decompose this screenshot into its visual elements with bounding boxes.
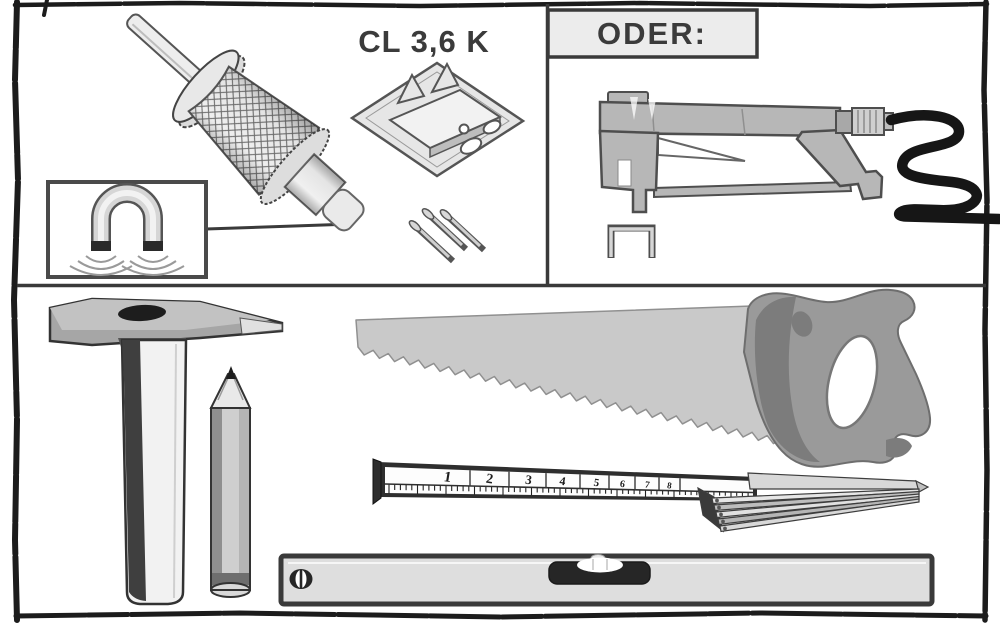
magnet-pole-left <box>91 241 111 251</box>
rule-number-2: 2 <box>485 472 494 488</box>
rule-mid-line <box>384 483 754 494</box>
level-center-vial <box>548 554 651 585</box>
nail-head <box>439 208 453 222</box>
frame-bottom <box>13 610 989 620</box>
frame-corner-tick <box>42 0 49 17</box>
callout-line <box>205 222 353 231</box>
hammer-peen-face <box>239 317 283 335</box>
level-round-vial <box>289 569 313 589</box>
rule-folded-fan <box>697 472 930 533</box>
hose-fitting-base <box>835 110 853 134</box>
top-right-panel: ODER: <box>546 8 1000 258</box>
nail-shaft <box>414 224 451 259</box>
nail-2 <box>421 207 469 252</box>
hose-fitting-ribbed <box>851 107 885 136</box>
fan-rivets <box>715 498 727 531</box>
magnet-highlight <box>98 190 156 248</box>
clip-hole <box>458 123 470 135</box>
pencil-cone <box>209 373 252 409</box>
saw-handle-dimple <box>791 311 813 337</box>
body-seam-1 <box>741 108 746 136</box>
saw-handle-shadow <box>754 296 820 463</box>
tool-magnetic-tip <box>321 188 365 232</box>
fan-top-slat <box>747 472 923 490</box>
clip-slot-2 <box>482 119 502 135</box>
rule-number-4: 4 <box>559 474 567 489</box>
nail-shaft <box>445 213 482 248</box>
sketchy-page-frame <box>10 0 990 623</box>
nail-head <box>408 219 422 233</box>
nail-head <box>421 207 435 221</box>
pencil-shadow-band <box>211 573 250 585</box>
magnetic-field-arcs <box>69 255 185 276</box>
clip-model-label: CL 3,6 K <box>358 24 489 59</box>
rule-numbers: 1 2 3 4 5 6 7 8 <box>443 469 673 491</box>
stapler-lever <box>657 136 746 162</box>
staple-gun-icon <box>598 91 894 214</box>
clip-bridge <box>387 88 503 150</box>
air-hose-icon <box>885 110 1000 225</box>
pencil-facet-dark <box>211 408 222 590</box>
round-vial-core <box>299 570 303 588</box>
frame-left <box>10 0 22 623</box>
or-label-box <box>546 8 759 59</box>
nail-1 <box>408 219 456 264</box>
spirit-level-icon <box>278 553 935 607</box>
rule-number-1: 1 <box>443 469 453 486</box>
rule-joint-lines <box>469 470 681 491</box>
fitting-ribs <box>857 110 877 133</box>
hammer-eye-hole <box>118 304 166 322</box>
hammer-handle-shadow-edge <box>122 340 146 601</box>
fan-slat-5 <box>719 498 920 533</box>
rule-end-cap <box>372 458 382 505</box>
cone-facet-1 <box>217 377 229 401</box>
vial-window <box>577 557 623 573</box>
saw-handle-hole <box>825 334 879 430</box>
top-left-panel: CL 3,6 K <box>46 13 526 279</box>
cone-facet-2 <box>233 377 244 401</box>
magnet-pole-right <box>143 241 163 251</box>
rule-number-8: 8 <box>666 480 673 491</box>
stapler-nose-slot <box>617 159 632 187</box>
clip-prong-1 <box>396 72 426 105</box>
hammer-icon <box>48 297 284 606</box>
body-highlight-2 <box>648 99 656 120</box>
staple-body <box>609 227 654 257</box>
frame-right <box>981 0 990 623</box>
stapler-handle <box>795 128 884 201</box>
or-label: ODER: <box>597 16 707 51</box>
nail-3 <box>439 208 487 253</box>
panel-clip-icon <box>349 61 526 178</box>
hammer-handle-highlight <box>173 343 177 599</box>
folding-rule-icon: 1 2 3 4 5 6 7 8 <box>372 458 930 533</box>
frame-top <box>12 0 990 9</box>
stapler-rail <box>653 180 853 199</box>
pencil-icon <box>209 366 252 598</box>
tip-shading <box>284 154 346 216</box>
rule-number-5: 5 <box>593 477 601 490</box>
body-highlight-1 <box>630 97 638 120</box>
rule-number-3: 3 <box>524 472 533 488</box>
pencil-facet-light <box>222 408 239 590</box>
rule-number-6: 6 <box>619 479 626 491</box>
handsaw-icon <box>355 288 932 468</box>
pencil-lead-tip <box>226 366 236 379</box>
horseshoe-magnet-inset <box>46 180 208 279</box>
clip-prong-2 <box>430 61 460 94</box>
saw-handle-shadow-2 <box>886 438 912 458</box>
rule-number-7: 7 <box>644 480 651 491</box>
staple-outline <box>607 224 656 258</box>
staple-icon <box>607 224 656 258</box>
rod-highlight <box>131 23 196 82</box>
nails-icon <box>408 207 487 264</box>
nail-shaft <box>427 212 464 247</box>
clip-slot-1 <box>459 137 483 155</box>
bottom-panel: 1 2 3 4 5 6 7 8 <box>48 288 935 607</box>
magnetic-nail-setter-icon <box>126 13 365 232</box>
